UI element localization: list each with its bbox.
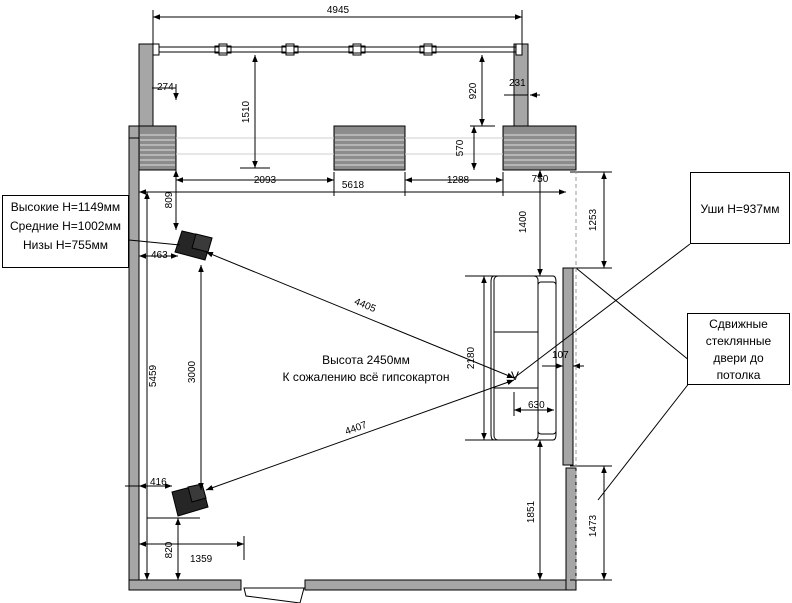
dim-1359: 1359 xyxy=(190,554,213,565)
rod-end-left xyxy=(152,43,160,56)
speaker-rear xyxy=(171,483,209,517)
dim-3000: 3000 xyxy=(187,360,198,383)
dim-2180: 2180 xyxy=(466,346,477,369)
dim-4407: 4407 xyxy=(344,420,369,438)
dim-750: 750 xyxy=(532,174,549,185)
sofa xyxy=(490,275,557,441)
dim-570: 570 xyxy=(455,139,466,156)
speaker-heights-callout: Высокие H=1149мм Средние H=1002мм Низы H… xyxy=(2,195,129,268)
dim-1400: 1400 xyxy=(518,210,529,233)
listener-marker: V xyxy=(511,369,519,383)
dim-920: 920 xyxy=(468,82,479,99)
room-height-note: Высота 2450мм xyxy=(322,353,410,367)
doors-line-3: двери до xyxy=(713,351,764,365)
bottom-wall-left xyxy=(128,579,242,591)
radiator-right xyxy=(502,125,577,171)
rod-ring-3 xyxy=(348,43,366,56)
rod-ring-1 xyxy=(214,43,232,56)
radiator-left xyxy=(138,125,177,171)
dim-1510: 1510 xyxy=(241,100,252,123)
dim-5459: 5459 xyxy=(148,364,159,387)
dim-416: 416 xyxy=(150,477,167,488)
speaker-tweeter-height: Высокие H=1149мм xyxy=(10,200,121,214)
doors-line-1: Сдвижные xyxy=(709,317,768,331)
ear-height-text: Уши H=937мм xyxy=(700,202,780,216)
speaker-woofer-height: Низы H=755мм xyxy=(22,238,109,252)
dim-1851: 1851 xyxy=(526,500,537,523)
speaker-mid-height: Средние H=1002мм xyxy=(10,219,121,233)
dim-231: 231 xyxy=(509,78,526,89)
right-wall-bottom xyxy=(565,467,577,591)
dim-630: 630 xyxy=(528,400,545,411)
speaker-front xyxy=(174,230,213,261)
dim-2093: 2093 xyxy=(254,175,277,186)
left-wall xyxy=(128,125,140,591)
dim-107: 107 xyxy=(552,350,569,361)
top-left-wall-stub xyxy=(138,43,154,131)
sliding-doors-callout: Сдвижные стеклянные двери до потолка xyxy=(687,313,790,385)
curtain-rod xyxy=(152,43,523,56)
rod-ring-2 xyxy=(281,43,299,56)
dim-1253: 1253 xyxy=(588,208,599,231)
bottom-door xyxy=(243,587,305,603)
rod-ring-4 xyxy=(419,43,437,56)
radiator-center xyxy=(333,125,406,171)
dimension-lines xyxy=(125,10,691,581)
right-wall-mid xyxy=(562,267,574,466)
doors-line-4: потолка xyxy=(716,368,761,382)
dim-463: 463 xyxy=(151,250,168,261)
bottom-wall-right xyxy=(304,579,577,591)
dim-4405: 4405 xyxy=(353,296,378,315)
doors-line-2: стеклянные xyxy=(705,334,772,348)
dim-274: 274 xyxy=(157,82,174,93)
dim-809: 809 xyxy=(164,191,175,208)
dim-5618: 5618 xyxy=(342,180,365,191)
dim-total-width: 4945 xyxy=(327,5,350,16)
door-leaf xyxy=(243,587,305,603)
room-material-note: К сожалению всё гипсокартон xyxy=(283,370,450,384)
ear-height-callout: Уши H=937мм xyxy=(690,172,790,244)
rod-end-right xyxy=(515,43,523,56)
dim-820: 820 xyxy=(164,541,175,558)
dim-1288: 1288 xyxy=(447,175,470,186)
dim-1473: 1473 xyxy=(588,514,599,537)
